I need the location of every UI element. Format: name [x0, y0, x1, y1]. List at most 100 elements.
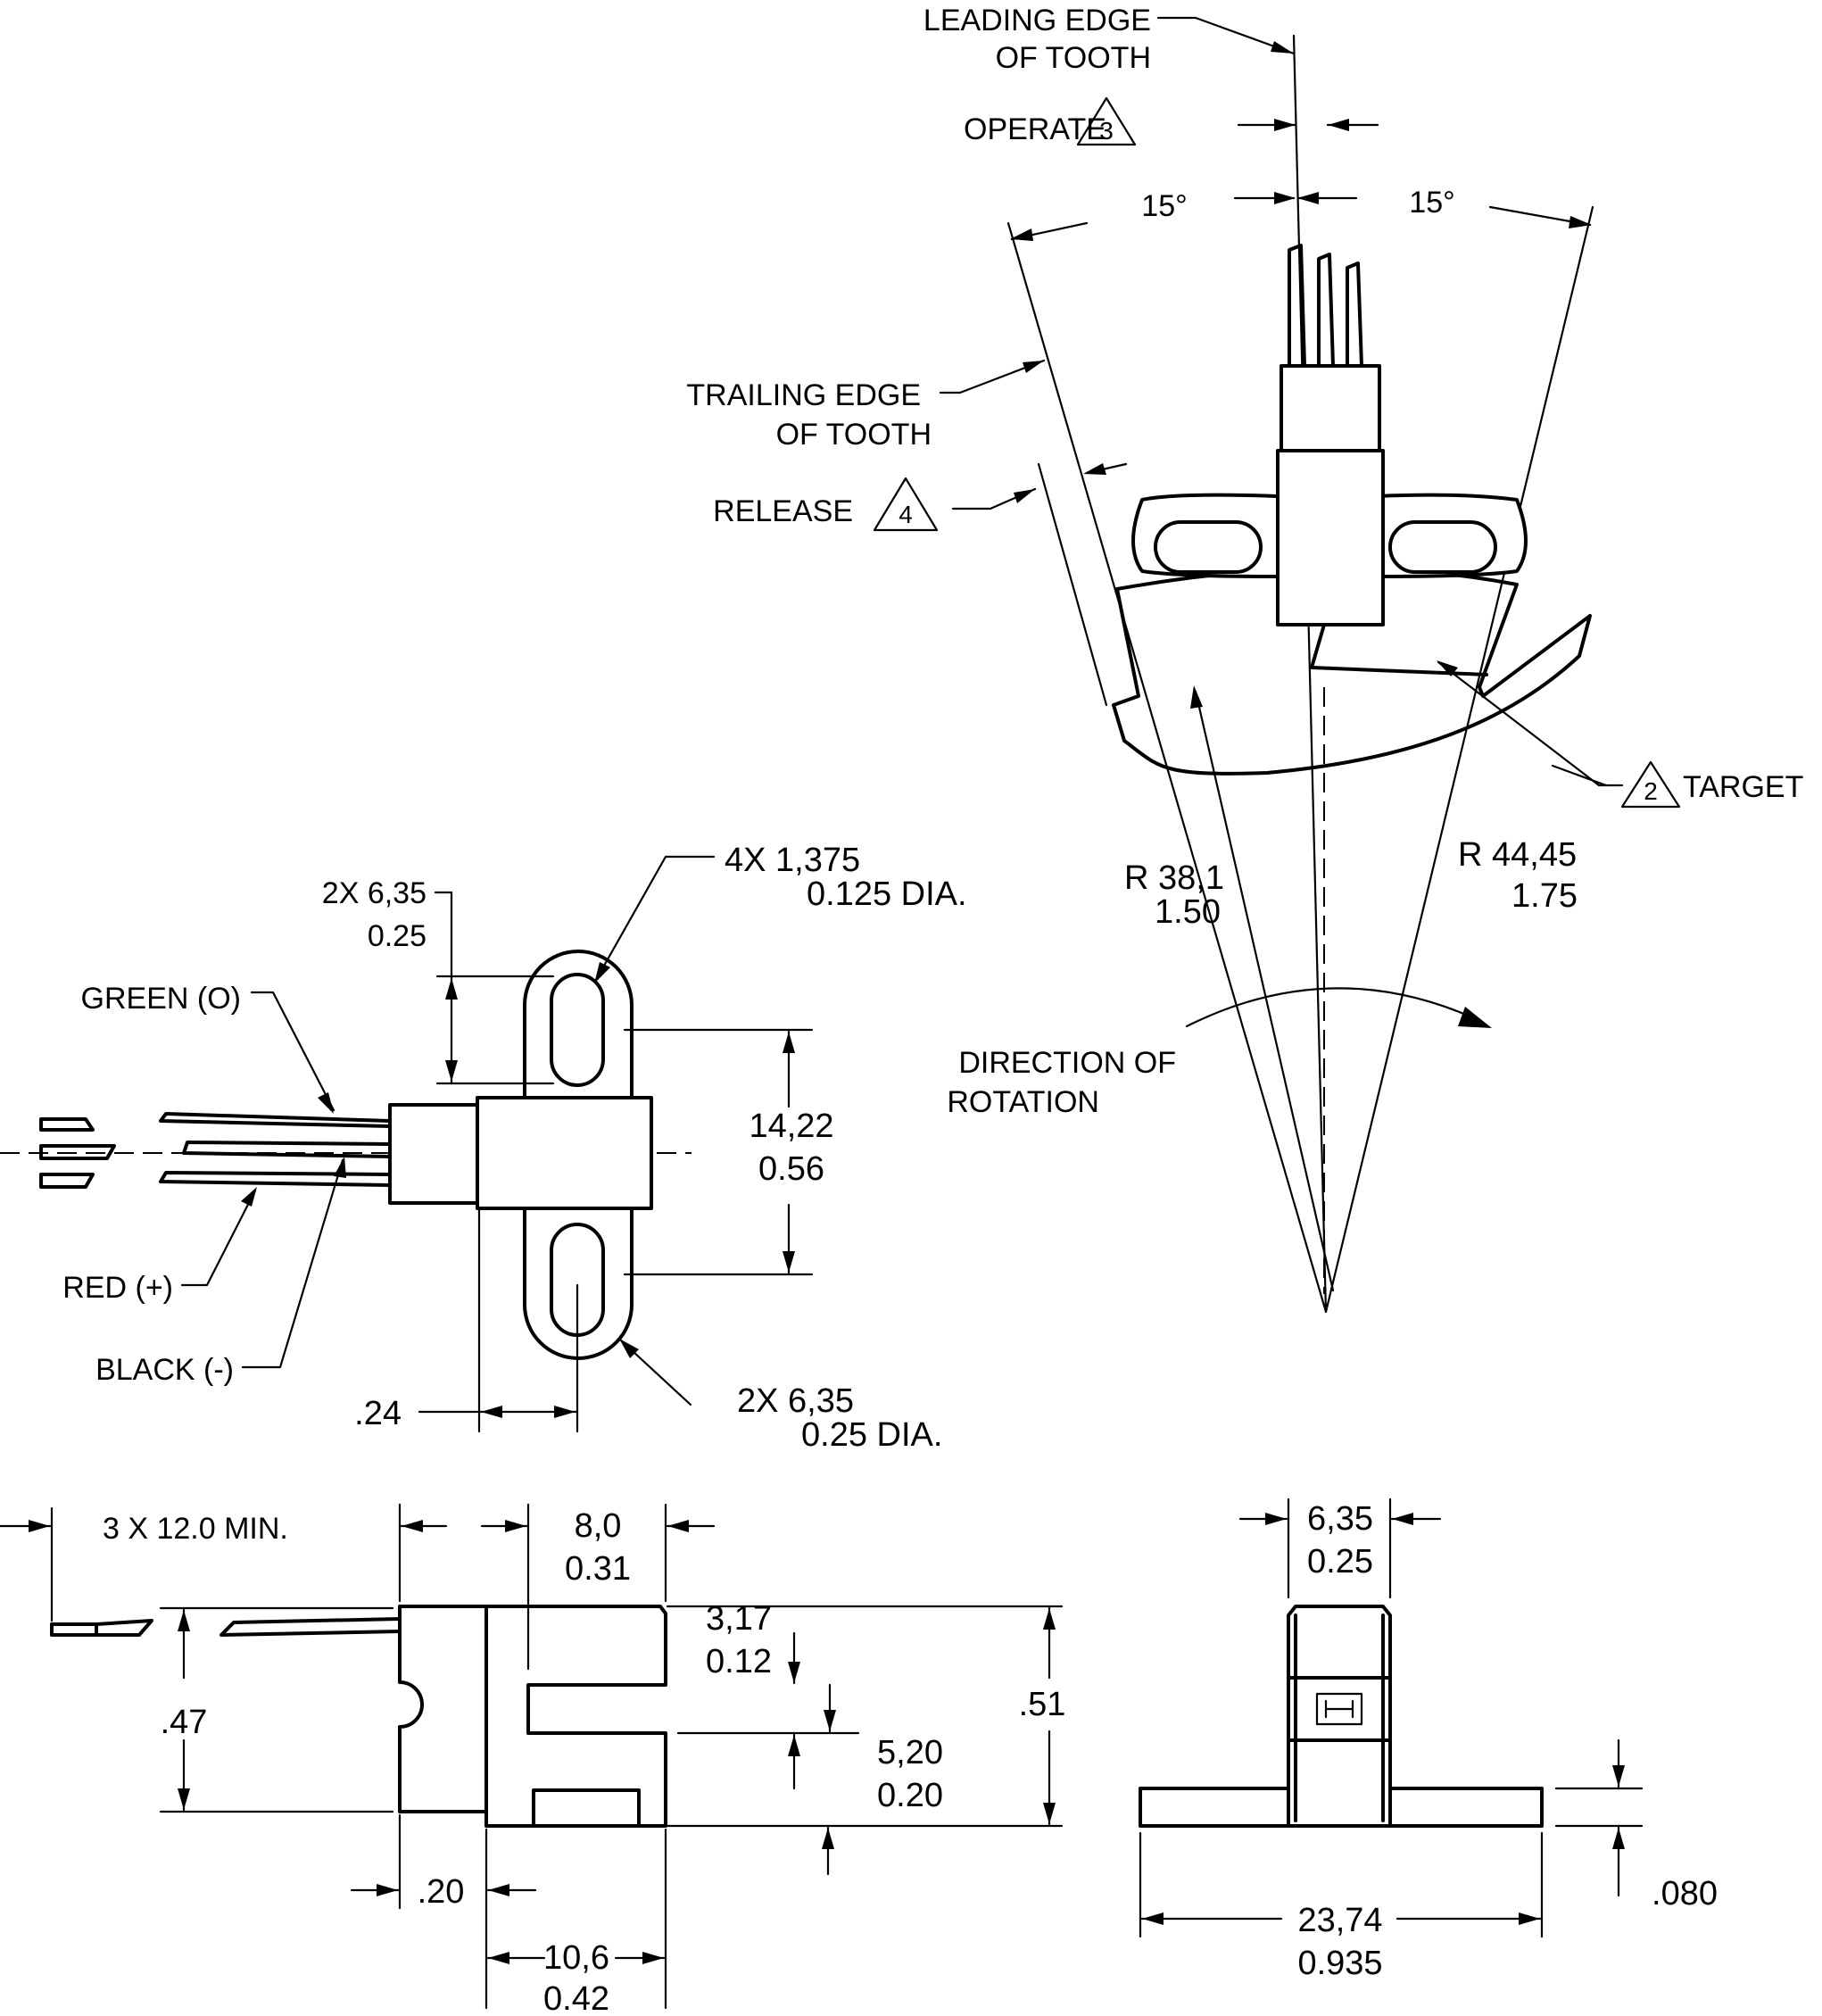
release-triangle — [873, 477, 939, 532]
r-inner-leader — [1194, 690, 1335, 1292]
slot-dim-label-2: 0.125 DIA. — [807, 875, 967, 913]
lead-tip-2 — [39, 1144, 116, 1160]
hole-dim-label-1: 2X 6,35 — [737, 1382, 854, 1420]
rotation-arc — [1185, 987, 1474, 1028]
spacing-label-1: 14,22 — [749, 1108, 833, 1145]
arrowhead — [594, 962, 610, 983]
black-label: BLACK (-) — [95, 1353, 234, 1387]
arrowhead — [1043, 1803, 1056, 1824]
sector-ray-right — [1324, 205, 1594, 1314]
arrowhead — [241, 1187, 257, 1207]
top-width-label-2: 0.25 — [1307, 1543, 1373, 1580]
side-body-main — [476, 1096, 653, 1210]
height-total-label: .51 — [1019, 1686, 1066, 1723]
arrowhead — [402, 1520, 423, 1532]
front-body-back — [398, 1605, 488, 1813]
arrowhead — [29, 1520, 50, 1532]
lead-top-2 — [1317, 253, 1335, 368]
arrowhead — [318, 1092, 334, 1114]
arrowhead — [667, 1520, 689, 1532]
angle-left-label: 15° — [1141, 189, 1187, 223]
arrowhead — [1023, 361, 1044, 373]
operate-triangle — [1076, 96, 1137, 146]
arrowhead — [1274, 119, 1296, 131]
gap-top-label-2: 0.12 — [706, 1643, 772, 1680]
slot-dim-label-1: 4X 1,375 — [725, 842, 860, 879]
end-body — [1287, 1605, 1392, 1828]
arrowhead — [1612, 1828, 1625, 1849]
arrowhead — [1142, 1912, 1164, 1925]
width-dim-label-1: 2X 6,35 — [322, 876, 427, 910]
logo-box — [1315, 1692, 1363, 1726]
arrowhead — [783, 1251, 795, 1273]
honeywell-logo — [1324, 1699, 1354, 1719]
arrowhead — [1043, 1608, 1056, 1630]
lead-tip-3 — [39, 1173, 95, 1189]
top-width-label-1: 6,35 — [1307, 1500, 1373, 1538]
arrowhead — [481, 1406, 502, 1418]
arrowhead — [1392, 1513, 1413, 1525]
body-width-label-1: 10,6 — [543, 1939, 609, 1977]
arrowhead — [1519, 1912, 1540, 1925]
arrowhead — [445, 1060, 458, 1082]
r-outer-label-1: R 44,45 — [1458, 836, 1577, 874]
sensor-head-top — [1280, 364, 1381, 452]
leading-edge-line — [1292, 34, 1328, 1314]
green-label: GREEN (O) — [81, 982, 241, 1016]
arrowhead — [642, 1952, 664, 1964]
arrowhead — [178, 1610, 190, 1631]
rotation-label-2: ROTATION — [947, 1085, 1099, 1119]
arrowhead — [824, 1710, 836, 1731]
target-triangle — [1620, 760, 1681, 809]
arrowhead — [1010, 228, 1033, 241]
r-inner-label-1: R 38,1 — [1124, 859, 1224, 897]
green-leader — [250, 991, 335, 1112]
gap-bottom-label-1: 5,20 — [877, 1734, 943, 1771]
arrowhead — [619, 1339, 639, 1358]
side-body-back — [388, 1103, 481, 1205]
arrowhead — [788, 1662, 800, 1683]
trailing-edge-label-1: TRAILING EDGE — [686, 378, 921, 412]
offset-label: .24 — [354, 1395, 402, 1432]
body-width-label-2: 0.42 — [543, 1980, 609, 2016]
slot-width-label-1: 8,0 — [575, 1507, 622, 1545]
arrowhead — [488, 1884, 509, 1896]
arrowhead — [488, 1952, 509, 1964]
ear-hole-top — [550, 973, 605, 1087]
rotation-label-1: DIRECTION OF — [958, 1046, 1176, 1080]
arrowhead — [1190, 685, 1203, 709]
arrowhead — [1274, 192, 1296, 204]
rotation-arrowhead — [1458, 1007, 1492, 1028]
lead-top-1 — [1288, 244, 1306, 368]
black-lead — [159, 1171, 392, 1187]
arrowhead — [1569, 216, 1592, 228]
width-dim-label-2: 0.25 — [368, 919, 427, 953]
flange-thickness-label: .080 — [1652, 1875, 1718, 1912]
leading-edge-label-1: LEADING EDGE — [923, 4, 1151, 37]
operate-label: OPERATE — [964, 112, 1106, 146]
target-note: 2 — [1644, 777, 1658, 805]
lead-tip-1 — [39, 1117, 95, 1132]
green-lead — [159, 1112, 392, 1128]
arrowhead — [178, 1788, 190, 1810]
front-lead-tip — [95, 1619, 153, 1637]
release-label: RELEASE — [713, 494, 853, 528]
angle-right-label: 15° — [1409, 186, 1454, 220]
arrowhead — [1265, 1513, 1287, 1525]
lead-top-3 — [1346, 261, 1363, 368]
flange-hole-right — [1388, 520, 1497, 574]
hole-dim-label-2: 0.25 DIA. — [801, 1416, 942, 1454]
arrowhead — [1083, 463, 1106, 475]
arrowhead — [1328, 119, 1349, 131]
arrowhead — [822, 1828, 834, 1849]
arrowhead — [788, 1735, 800, 1756]
front-view: 3 X 12.0 MIN. 8,0 0.31 3,17 0.12 5,20 0.… — [0, 1503, 1066, 2016]
top-view: LEADING EDGE OF TOOTH OPERATE 3 15° 15° … — [686, 4, 1803, 1314]
black-leader — [241, 1158, 344, 1369]
flange-width-label-2: 0.935 — [1297, 1945, 1382, 1982]
arrowhead — [783, 1032, 795, 1053]
target-label: TARGET — [1683, 770, 1803, 804]
arrowhead — [445, 978, 458, 1000]
release-line — [1037, 462, 1108, 707]
